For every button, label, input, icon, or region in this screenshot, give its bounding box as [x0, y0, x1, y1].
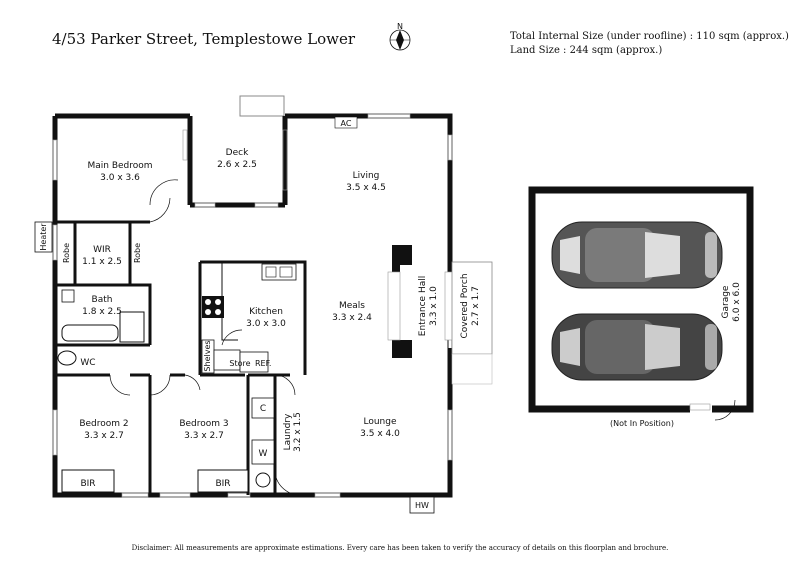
- bedroom3-label: Bedroom 3: [179, 419, 228, 429]
- deck-dims: 2.6 x 2.5: [217, 160, 257, 170]
- deck-window-bay: [239, 95, 285, 117]
- store-label: Store: [229, 359, 250, 368]
- compass-icon: N: [389, 22, 411, 51]
- entrance-hall-label: Entrance Hall: [418, 276, 428, 336]
- bedroom2-dims: 3.3 x 2.7: [84, 431, 124, 441]
- garage-dims: 6.0 x 6.0: [732, 282, 742, 322]
- laundry-label: Laundry: [283, 413, 293, 450]
- shelves-label: Shelves: [203, 340, 212, 371]
- bath-fixtures: [57, 289, 275, 488]
- kitchen-label: Kitchen: [249, 307, 283, 317]
- land-size: Land Size : 244 sqm (approx.): [510, 45, 663, 56]
- covered-porch: [451, 261, 493, 385]
- compass-north-label: N: [397, 22, 403, 31]
- property-address: 4/53 Parker Street, Templestowe Lower: [52, 30, 356, 48]
- kitchen-dims: 3.0 x 3.0: [246, 319, 286, 329]
- covered-porch-label: Covered Porch: [460, 273, 470, 338]
- living-label: Living: [353, 171, 380, 181]
- bir2-label: BIR: [215, 479, 230, 489]
- laundry-dims: 3.2 x 1.5: [293, 412, 303, 452]
- car-top: [551, 221, 723, 289]
- robe-left-label: Robe: [62, 243, 71, 263]
- internal-size: Total Internal Size (under roofline) : 1…: [510, 31, 789, 42]
- covered-porch-dims: 2.7 x 1.7: [471, 286, 481, 326]
- wir-label: WIR: [93, 245, 111, 255]
- deck-label: Deck: [226, 148, 249, 158]
- bath-dims: 1.8 x 2.5: [82, 307, 122, 317]
- bir1-label: BIR: [80, 479, 95, 489]
- garage: [528, 186, 754, 413]
- main-bedroom-dims: 3.0 x 3.6: [100, 173, 140, 183]
- main-bedroom-label: Main Bedroom: [87, 161, 152, 171]
- washer-label: W: [259, 449, 268, 459]
- wc-label: WC: [80, 358, 95, 368]
- bedroom2-label: Bedroom 2: [79, 419, 128, 429]
- bir-box-2: [197, 469, 249, 493]
- meals-label: Meals: [339, 301, 365, 311]
- wir-dims: 1.1 x 2.5: [82, 257, 122, 267]
- not-in-position-label: (Not In Position): [610, 419, 674, 428]
- bedroom3-dims: 3.3 x 2.7: [184, 431, 224, 441]
- ref-label: REF.: [255, 359, 271, 368]
- disclaimer: Disclaimer: All measurements are approxi…: [131, 544, 669, 552]
- car-bottom: [551, 313, 723, 381]
- meals-dims: 3.3 x 2.4: [332, 313, 372, 323]
- lounge-dims: 3.5 x 4.0: [360, 429, 400, 439]
- heater-label: Heater: [39, 223, 48, 251]
- living-dims: 3.5 x 4.5: [346, 183, 386, 193]
- entrance-hall-dims: 3.3 x 1.0: [429, 286, 439, 326]
- garage-label: Garage: [721, 285, 731, 318]
- ac-label: AC: [341, 119, 352, 128]
- doors: [109, 179, 736, 496]
- hw-label: HW: [415, 501, 429, 510]
- bath-label: Bath: [92, 295, 113, 305]
- interior-walls: [55, 220, 307, 495]
- robe-right-label: Robe: [133, 243, 142, 263]
- bir-box-1: [61, 469, 115, 493]
- kitchen-fixtures: [201, 262, 297, 374]
- cupboard-label: C: [260, 404, 266, 414]
- lounge-label: Lounge: [363, 417, 396, 427]
